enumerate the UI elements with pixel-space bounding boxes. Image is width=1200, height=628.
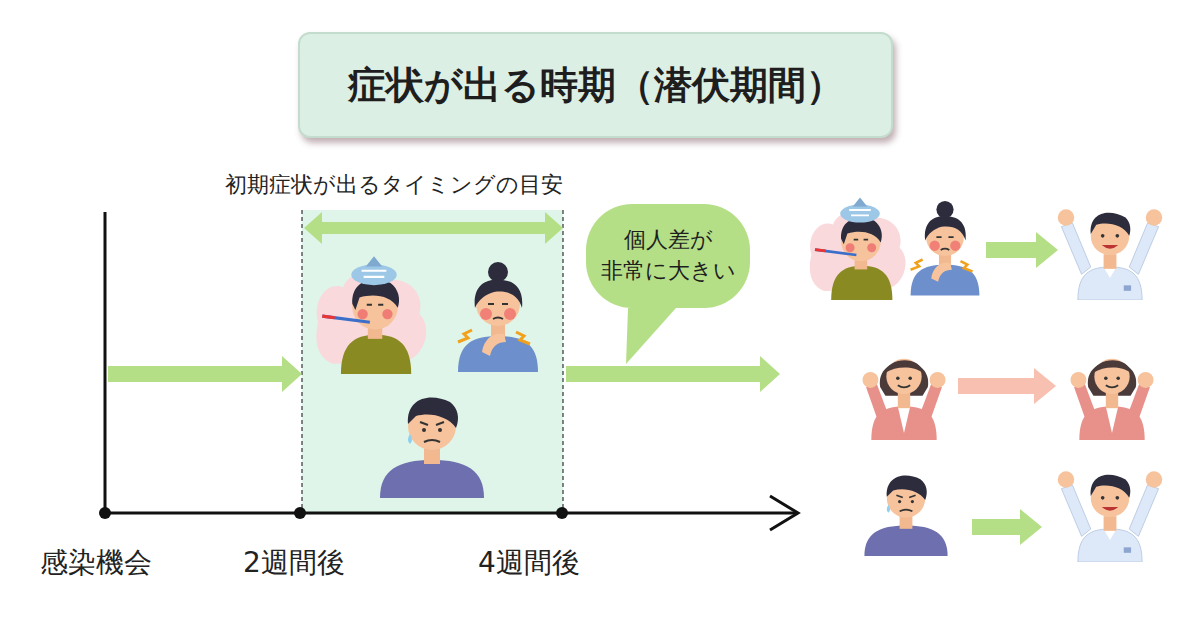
axis-label: 2週間後 bbox=[243, 546, 345, 580]
range-arrow bbox=[304, 212, 563, 244]
bubble-text: 個人差が 非常に大きい bbox=[598, 225, 738, 287]
bubble-outline bbox=[586, 204, 750, 364]
speech-bubble: 個人差が 非常に大きい bbox=[586, 204, 750, 308]
axis-label: 4週間後 bbox=[478, 546, 580, 580]
title: 症状が出る時期（潜伏期間） bbox=[348, 60, 844, 111]
title-box: 症状が出る時期（潜伏期間） bbox=[298, 32, 893, 138]
axis-label: 感染機会 bbox=[40, 546, 152, 580]
band-heading: 初期症状が出るタイミングの目安 bbox=[225, 172, 563, 198]
timing-band bbox=[302, 210, 563, 513]
